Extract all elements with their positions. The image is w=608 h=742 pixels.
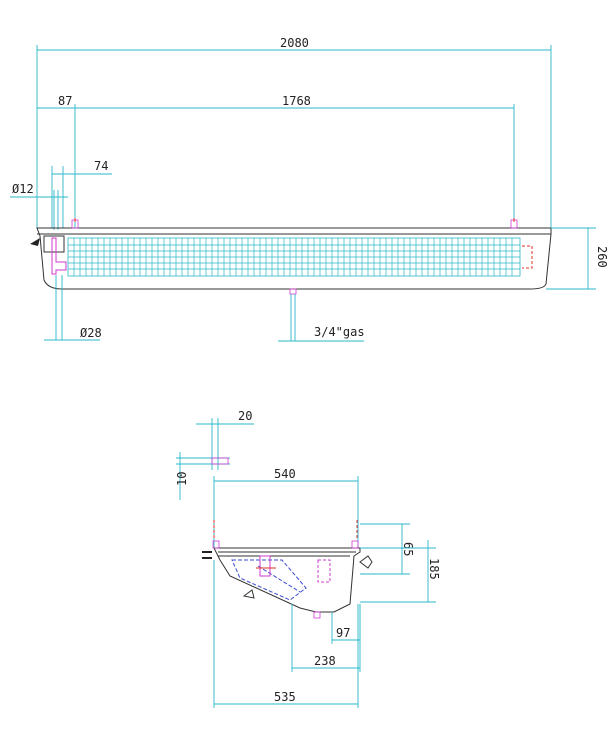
dim-label-238: 238 [314, 654, 336, 668]
airflow-arrow-icon [30, 238, 40, 246]
dim-base-width: 535 [213, 560, 359, 708]
dim-label-185: 185 [427, 558, 441, 580]
dim-total-height: 185 [360, 540, 441, 603]
dim-pipe-offset: 20 [196, 409, 254, 470]
dim-label-20: 20 [238, 409, 252, 423]
outlet-arrow-icon [359, 555, 373, 569]
unit-body-side [202, 520, 373, 619]
dim-label-d28: Ø28 [80, 326, 102, 340]
dim-offset-small: 74 [51, 159, 112, 228]
top-view: 2080 87 1768 74 Ø12 [10, 36, 608, 342]
dim-overall-length: 2080 [36, 36, 552, 228]
dim-label-drain: 3/4"gas [314, 325, 365, 339]
dim-bottom-offset: 97 [331, 604, 361, 644]
side-pipe-right [317, 559, 331, 583]
coil-fins [67, 237, 521, 277]
inlet-arrows-icon [202, 551, 212, 559]
dim-fan-span: 1768 [75, 94, 515, 222]
side-pipe-left [259, 555, 271, 577]
dim-label-10: 10 [175, 472, 189, 486]
dim-pipe-small: Ø12 [10, 182, 68, 230]
dim-pipe-large: Ø28 [44, 275, 102, 341]
dim-label-87: 87 [58, 94, 72, 108]
dim-label-d12: Ø12 [12, 182, 34, 196]
inlet-pipe [51, 237, 67, 275]
dim-label-74: 74 [94, 159, 108, 173]
dim-top-width: 540 [213, 467, 359, 548]
dim-drain: 3/4"gas [278, 294, 365, 342]
dim-mid-width: 238 [291, 604, 361, 672]
dim-label-65: 65 [401, 542, 415, 556]
dim-offset-left: 87 [37, 94, 76, 228]
dim-label-535: 535 [274, 690, 296, 704]
dim-inner-height: 65 [360, 523, 415, 575]
unit-body-top [30, 218, 552, 295]
dim-label-97: 97 [336, 626, 350, 640]
dim-label-1768: 1768 [282, 94, 311, 108]
dim-label-260: 260 [595, 246, 608, 268]
drain-fitting [289, 288, 297, 295]
dim-height: 260 [546, 227, 608, 290]
airflow-arrow-side-icon [242, 589, 255, 599]
dim-label-540: 540 [274, 467, 296, 481]
side-view: 20 10 540 [175, 409, 441, 708]
dim-label-2080: 2080 [280, 36, 309, 50]
fan-motor [231, 559, 307, 601]
outlet-connector [522, 245, 533, 269]
inlet-housing [43, 235, 65, 253]
dim-pipe-gap: 10 [175, 452, 230, 500]
